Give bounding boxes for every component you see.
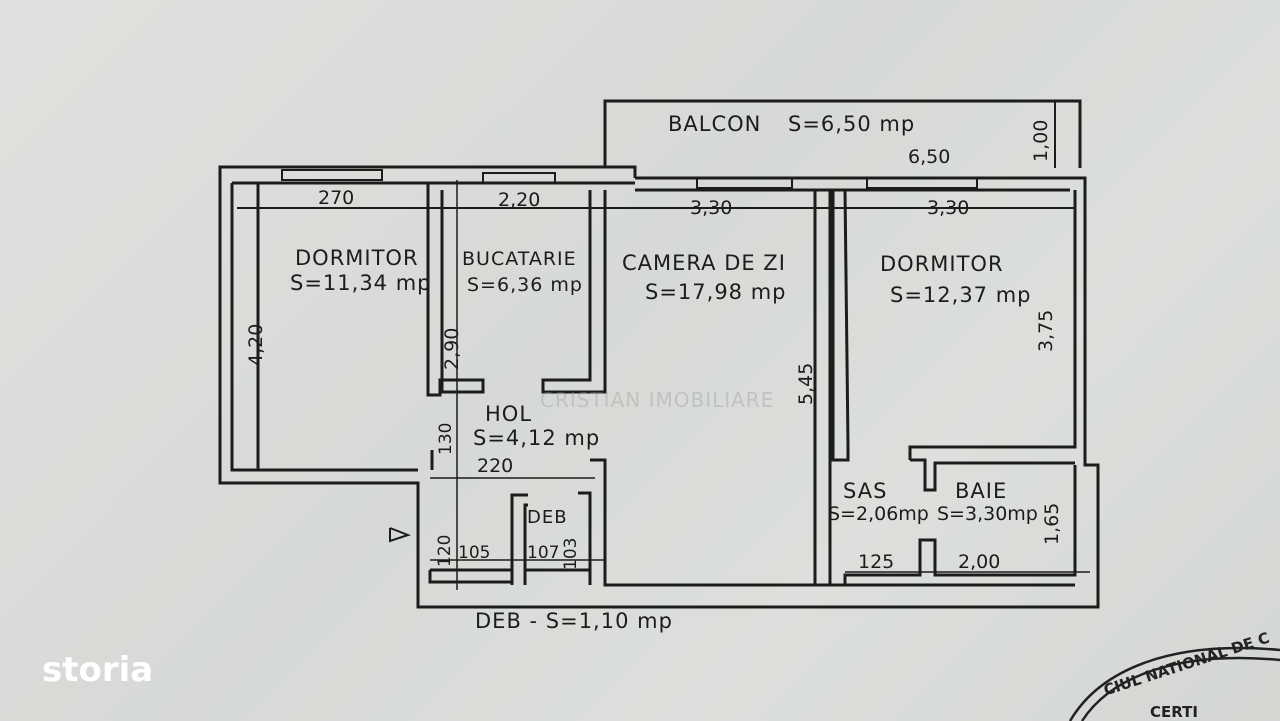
window <box>482 172 556 184</box>
room-area-sas: S=2,06mp <box>828 503 929 525</box>
balcony-width: 6,50 <box>908 146 951 168</box>
room-area-dormitor-left: S=11,34 mp <box>290 271 432 295</box>
dim-330-living: 3,30 <box>690 197 733 219</box>
dim-270: 270 <box>318 187 355 209</box>
window <box>866 177 978 189</box>
dim-330-bedroom: 3,30 <box>927 197 970 219</box>
dim-220-kitchen: 2,20 <box>498 189 541 211</box>
room-name-baie: BAIE <box>955 479 1008 503</box>
dim-200: 2,00 <box>958 551 1001 573</box>
deb-area-note: DEB - S=1,10 mp <box>475 609 673 633</box>
room-area-baie: S=3,30mp <box>937 503 1038 525</box>
room-name-bucatarie: BUCATARIE <box>462 248 577 270</box>
dim-103: 103 <box>561 537 581 570</box>
balcony-outline <box>603 99 1082 168</box>
room-name-deb: DEB <box>527 507 568 528</box>
room-name-sas: SAS <box>843 479 888 503</box>
dim-290: 2,90 <box>441 327 463 370</box>
wall-sas-baie <box>843 465 1077 585</box>
window <box>696 177 793 189</box>
wall-dormitor-baie <box>908 190 1077 460</box>
balcony-depth: 1,00 <box>1030 119 1052 162</box>
room-name-camera-de-zi: CAMERA DE ZI <box>622 251 786 275</box>
dim-120: 120 <box>435 534 455 567</box>
room-name-hol: HOL <box>485 402 533 426</box>
wall-hol-deb <box>590 458 1075 587</box>
window <box>281 169 383 181</box>
balcony-label: BALCON <box>668 112 762 136</box>
wall-dormitor-bucatarie <box>426 183 485 397</box>
dim-545: 5,45 <box>795 362 817 405</box>
inner-wall-left <box>230 183 418 472</box>
room-area-bucatarie: S=6,36 mp <box>467 274 583 296</box>
official-stamp <box>1068 646 1280 721</box>
room-area-dormitor-right: S=12,37 mp <box>890 283 1032 307</box>
wall-bucatarie-camera <box>541 190 607 394</box>
room-name-dormitor-right: DORMITOR <box>880 252 1004 276</box>
stamp-text-2: CERTI <box>1150 703 1198 721</box>
storia-logo: storia <box>42 650 154 690</box>
wall-camera-dormitor <box>813 190 832 587</box>
dim-130: 130 <box>436 422 456 455</box>
outer-wall <box>218 165 1100 609</box>
watermark: CRISTIAN IMOBILIARE <box>540 388 775 412</box>
entrance-arrow-icon <box>389 527 411 543</box>
dim-375: 3,75 <box>1035 309 1057 352</box>
dim-105: 105 <box>458 543 491 563</box>
dim-125: 125 <box>858 551 895 573</box>
dim-165: 1,65 <box>1041 502 1063 545</box>
room-area-camera-de-zi: S=17,98 mp <box>645 280 787 304</box>
dim-420: 4,20 <box>245 323 267 366</box>
room-area-hol: S=4,12 mp <box>473 426 601 450</box>
balcony-area: S=6,50 mp <box>788 112 916 136</box>
room-name-dormitor-left: DORMITOR <box>295 246 419 270</box>
dim-220-hall: 220 <box>477 455 514 477</box>
dim-107: 107 <box>527 543 560 563</box>
